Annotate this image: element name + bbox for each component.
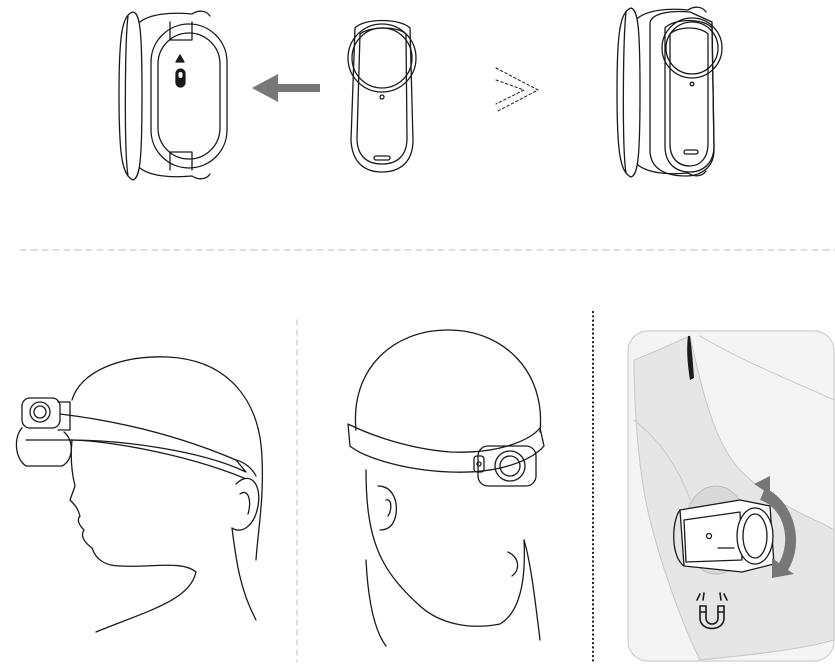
- camera-icon: [347, 19, 417, 173]
- arrow-left-icon: [252, 74, 320, 102]
- mount-base-icon: [118, 10, 228, 181]
- mounted-camera-icon: [616, 6, 723, 178]
- head-side-icon: [15, 356, 264, 633]
- head-front-icon: [347, 329, 545, 647]
- dashed-chevron-icon: [495, 67, 539, 113]
- rotate-arrow-icon: [754, 476, 797, 578]
- magnet-icon: [696, 592, 728, 630]
- magnet-mount-icon: [627, 330, 835, 662]
